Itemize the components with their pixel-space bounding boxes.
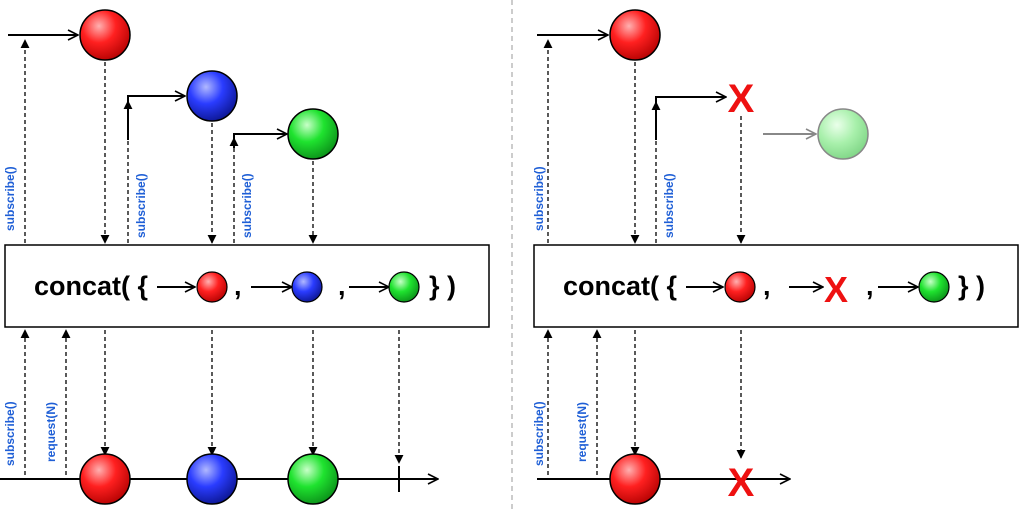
output-subscribe-label: subscribe() [3,401,17,466]
output-green-marble [287,453,339,505]
output-blue-marble [186,453,238,505]
source-2-blue-marble [186,70,238,122]
r-output-request-label: request(N) [575,402,589,462]
r-operator-red-marble [724,271,756,303]
r-concat-operator-suffix: } ) [958,271,985,301]
r-subscribe-label-source-2: subscribe() [662,173,676,238]
operator-red-marble [196,271,228,303]
subscribe-label-source-1: subscribe() [3,166,17,231]
output-red-marble [79,453,131,505]
operator-green-marble [388,271,420,303]
r-operator-separator-1: , [763,271,771,301]
right-panel: X subscribe() subscribe() concat( { , X … [532,9,1019,505]
output-request-label: request(N) [44,402,58,462]
source-1-red-marble [79,9,131,61]
r-output-subscribe-label: subscribe() [532,401,546,466]
r-subscribe-label-source-1: subscribe() [532,166,546,231]
operator-blue-marble [291,271,323,303]
r-operator-green-marble [918,271,950,303]
subscribe-label-source-3: subscribe() [240,173,254,238]
r-operator-error-mark: X [824,269,848,310]
r-source-1-red-marble [609,9,661,61]
source-3-green-marble [287,108,339,160]
subscribe-label-source-2: subscribe() [134,173,148,238]
r-output-error-mark: X [728,461,755,505]
operator-separator-2: , [338,271,346,301]
r-operator-separator-2: , [866,271,874,301]
operator-separator-1: , [234,271,242,301]
source-2-timeline [127,96,185,140]
r-source-2-error-mark: X [728,77,755,121]
r-output-red-marble [609,453,661,505]
left-panel: subscribe() subscribe() subscribe() conc… [0,9,490,505]
concat-operator-prefix: concat( { [34,271,148,301]
source-3-timeline [233,134,287,148]
concat-operator-suffix: } ) [429,271,456,301]
r-source-3-faded-green-marble [817,108,869,160]
r-source-2-timeline [655,97,726,140]
r-concat-operator-prefix: concat( { [563,271,677,301]
